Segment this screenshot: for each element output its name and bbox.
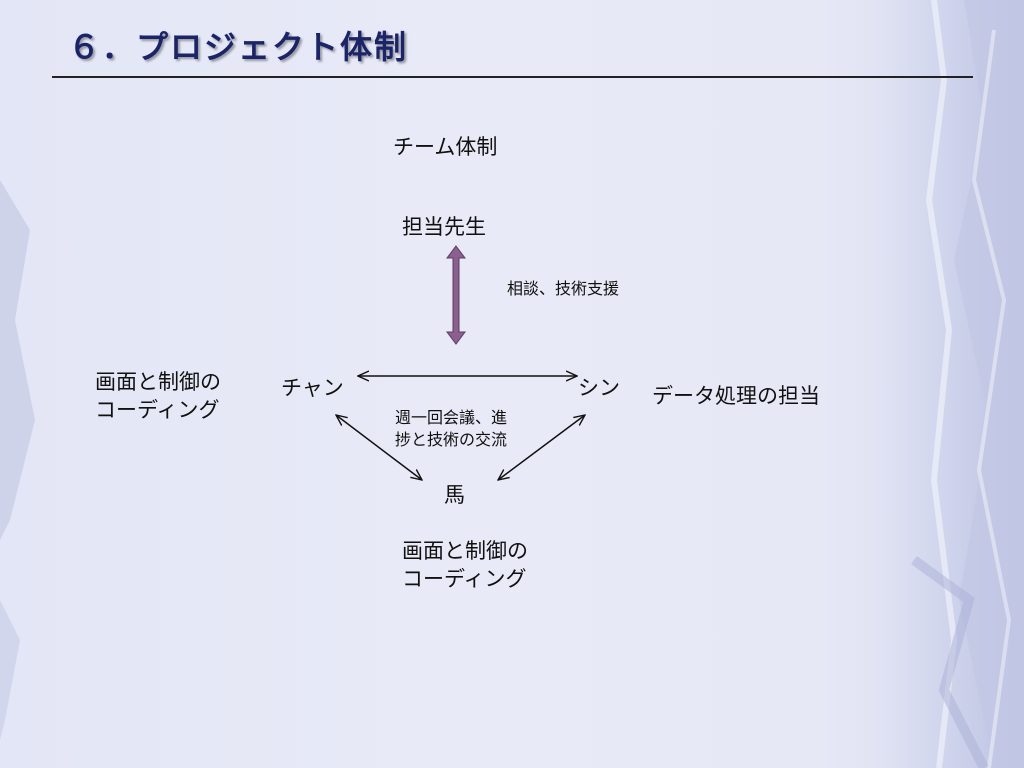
vertical-double-arrow — [446, 245, 466, 345]
right-diagonal-double-arrow — [498, 415, 585, 480]
node-ma: 馬 — [444, 483, 465, 507]
left-role-line-1: 画面と制御の — [95, 370, 221, 394]
bottom-role-line-1: 画面と制御の — [402, 539, 528, 563]
center-label-line-2: 捗と技術の交流 — [395, 430, 508, 449]
left-role-line-2: コーディング — [95, 398, 220, 422]
node-supervisor: 担当先生 — [402, 215, 486, 239]
center-label-line-1: 週一回会議、進 — [395, 408, 508, 427]
right-decorative-texture — [874, 0, 1024, 768]
diagram-heading: チーム体制 — [393, 135, 498, 159]
bottom-role-line-2: コーディング — [402, 567, 527, 591]
left-decorative-texture — [0, 180, 35, 740]
node-shin: シン — [578, 376, 620, 400]
left-diagonal-double-arrow — [336, 415, 422, 480]
title-underline — [52, 76, 973, 78]
label-consultation: 相談、技術支援 — [507, 279, 620, 298]
right-role: データ処理の担当 — [652, 384, 820, 408]
node-chan: チャン — [281, 376, 344, 400]
slide-title: ６．プロジェクト体制 — [68, 28, 409, 66]
